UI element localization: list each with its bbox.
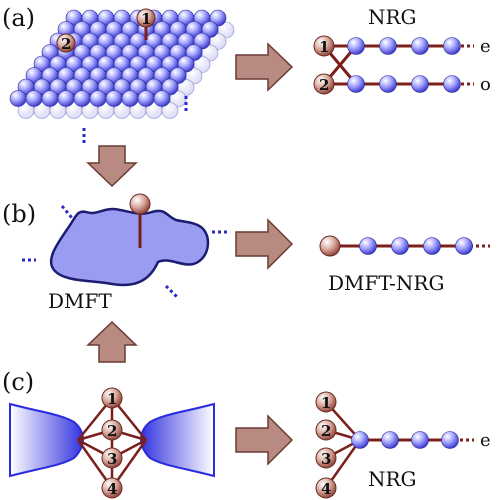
lattice-atom xyxy=(57,90,75,107)
nrg-site-3-c: 3 xyxy=(315,447,337,469)
nrg-chain-site xyxy=(411,431,429,449)
lattice-atom xyxy=(169,67,187,84)
arrow-c-right xyxy=(235,414,294,466)
lattice-impurity-2: 2 xyxy=(56,33,76,53)
svg-text:4: 4 xyxy=(107,480,117,498)
nrg-site-2-a: 2 xyxy=(313,73,335,95)
svg-text:2: 2 xyxy=(61,35,71,53)
chain-c-label: e xyxy=(480,430,491,451)
lattice-atom xyxy=(9,90,27,107)
lattice-atom xyxy=(121,90,139,107)
nrg-title-a: NRG xyxy=(368,5,417,29)
nrg-chain-site xyxy=(411,37,429,55)
dmft-nrg-chain xyxy=(319,235,490,257)
dmft-impurity xyxy=(129,193,151,248)
dot-site-1: 1 xyxy=(101,387,123,409)
arrow-b-right xyxy=(235,218,294,270)
panel-c-label: (c) xyxy=(2,368,34,396)
chain-even-label: e xyxy=(480,36,491,57)
svg-text:3: 3 xyxy=(321,450,331,468)
lattice-atom xyxy=(137,90,155,107)
nrg-chain-c: 1 2 3 4 xyxy=(315,391,474,499)
nrg-chain-site xyxy=(379,75,397,93)
svg-text:1: 1 xyxy=(321,394,331,412)
lattice-atom xyxy=(161,78,179,96)
lattice-atom xyxy=(25,90,43,107)
arrow-c-up xyxy=(86,320,138,363)
dot-site-2: 2 xyxy=(101,419,123,441)
svg-text:4: 4 xyxy=(321,480,331,498)
lattice-impurity-1: 1 xyxy=(136,8,156,40)
dmft-title: DMFT xyxy=(48,289,112,313)
svg-text:2: 2 xyxy=(319,76,329,94)
lattice-atom xyxy=(177,55,195,73)
dmft-blob xyxy=(49,207,210,287)
dmft-nrg-chain-site xyxy=(391,237,409,255)
dmft-nrg-chain-site xyxy=(359,237,377,255)
nrg-chain-site xyxy=(411,75,429,93)
panel-b-label: (b) xyxy=(2,200,36,228)
lattice-atom xyxy=(193,32,211,50)
chain-odd-label: o xyxy=(480,74,491,95)
nrg-chain-site xyxy=(381,431,399,449)
nrg-site-1-c: 1 xyxy=(315,391,337,413)
arrow-a-right xyxy=(235,42,294,92)
dot-site-4: 4 xyxy=(101,477,123,499)
lattice-atom xyxy=(105,90,123,107)
lattice-atom xyxy=(185,44,203,61)
panel-a-label: (a) xyxy=(2,4,35,32)
dmft-nrg-title: DMFT-NRG xyxy=(328,271,444,295)
nrg-chain-site xyxy=(351,431,369,449)
lattice-atom xyxy=(89,90,107,107)
dmft-dots xyxy=(22,205,228,300)
nrg-site-1-a: 1 xyxy=(313,35,335,57)
svg-text:1: 1 xyxy=(141,10,151,28)
svg-text:2: 2 xyxy=(107,422,117,440)
svg-text:2: 2 xyxy=(321,422,331,440)
nrg-chain-site xyxy=(443,37,461,55)
lattice-front-layer xyxy=(9,9,227,107)
dot-bonds xyxy=(76,397,148,489)
nrg-chain-site xyxy=(347,37,365,55)
nrg-chain-site xyxy=(379,37,397,55)
svg-text:1: 1 xyxy=(107,390,117,408)
svg-text:1: 1 xyxy=(319,38,329,56)
nrg-site-4-c: 4 xyxy=(315,477,337,499)
lattice-atom xyxy=(209,9,227,27)
dmft-nrg-chain-site xyxy=(423,237,441,255)
nrg-chain-site xyxy=(443,75,461,93)
lattice-atom xyxy=(41,90,59,107)
svg-text:3: 3 xyxy=(107,450,117,468)
lattice-dots xyxy=(82,96,188,146)
lattice-atom-back xyxy=(161,102,179,119)
nrg-chain-site xyxy=(347,75,365,93)
lattice-atom xyxy=(153,90,171,107)
arrow-a-down xyxy=(86,145,138,188)
dot-site-3: 3 xyxy=(101,447,123,469)
nrg-chain-site xyxy=(441,431,459,449)
nrg-site-2-c: 2 xyxy=(315,419,337,441)
nrg-chains-a: 1 2 xyxy=(313,35,474,95)
right-lead xyxy=(140,402,215,478)
nrg-title-c: NRG xyxy=(368,467,417,491)
lattice-atom xyxy=(201,21,219,38)
dmft-nrg-chain-site xyxy=(455,237,473,255)
left-lead xyxy=(9,402,84,478)
lattice-atom xyxy=(73,90,91,107)
